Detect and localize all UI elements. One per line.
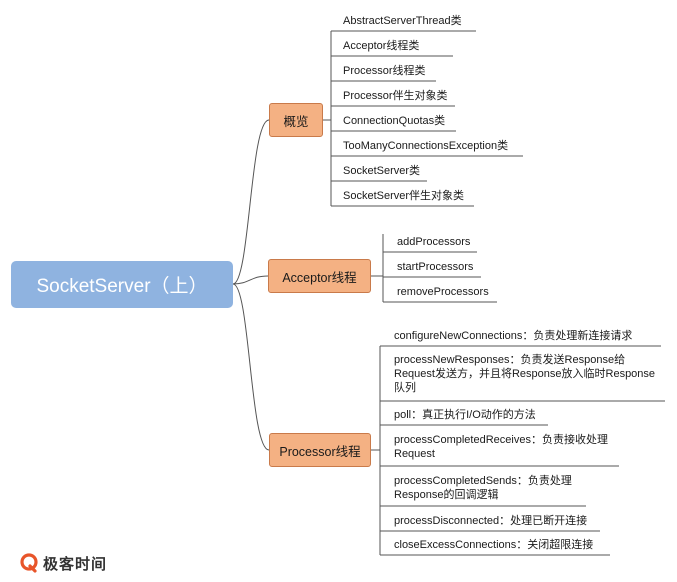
leaf-acceptor-class: Acceptor线程类 [343, 40, 420, 52]
leaf-abstract-server-thread: AbstractServerThread类 [343, 15, 462, 27]
leaf-remove-processors: removeProcessors [397, 286, 489, 298]
leaf-too-many-connections: TooManyConnectionsException类 [343, 140, 509, 152]
leaf-socketserver-class: SocketServer类 [343, 165, 421, 177]
leaf-start-processors: startProcessors [397, 261, 474, 273]
branch-label: Acceptor线程 [282, 270, 357, 285]
branch-overview: 概览 [269, 103, 323, 137]
root-label: SocketServer（上） [36, 276, 208, 297]
branch-processor-thread: Processor线程 [269, 433, 371, 467]
connector-root-acceptor [232, 275, 269, 285]
leaf-socketserver-companion: SocketServer伴生对象类 [343, 190, 465, 202]
connector-root-processor [232, 283, 270, 451]
leaf-connection-quotas: ConnectionQuotas类 [343, 115, 446, 127]
leaf-processor-class: Processor线程类 [343, 65, 426, 77]
logo-text: 极客时间 [43, 555, 108, 573]
leaf-process-completed-sends: processCompletedSends：负责处理Response的回调逻辑 [394, 475, 572, 501]
leaf-close-excess-connections: closeExcessConnections：关闭超限连接 [394, 539, 594, 551]
leaf-add-processors: addProcessors [397, 236, 471, 248]
leaf-poll: poll：真正执行I/O动作的方法 [394, 409, 536, 421]
branch-label: 概览 [283, 114, 309, 129]
connector-lines [232, 30, 665, 556]
leaf-processor-companion: Processor伴生对象类 [343, 90, 448, 102]
leaf-process-disconnected: processDisconnected：处理已断开连接 [394, 515, 588, 527]
leaf-process-new-responses: processNewResponses：负责发送Response给Request… [394, 354, 656, 394]
branch-label: Processor线程 [279, 444, 361, 459]
connector-root-overview [232, 119, 270, 285]
root-node: SocketServer（上） [11, 261, 233, 308]
geekbang-logo: 极客时间 [19, 552, 107, 574]
branch-acceptor-thread: Acceptor线程 [268, 259, 371, 293]
logo-icon [20, 553, 38, 573]
leaf-process-completed-receives: processCompletedReceives：负责接收处理Request [394, 434, 608, 460]
leaf-configure-new-connections: configureNewConnections：负责处理新连接请求 [394, 330, 633, 342]
